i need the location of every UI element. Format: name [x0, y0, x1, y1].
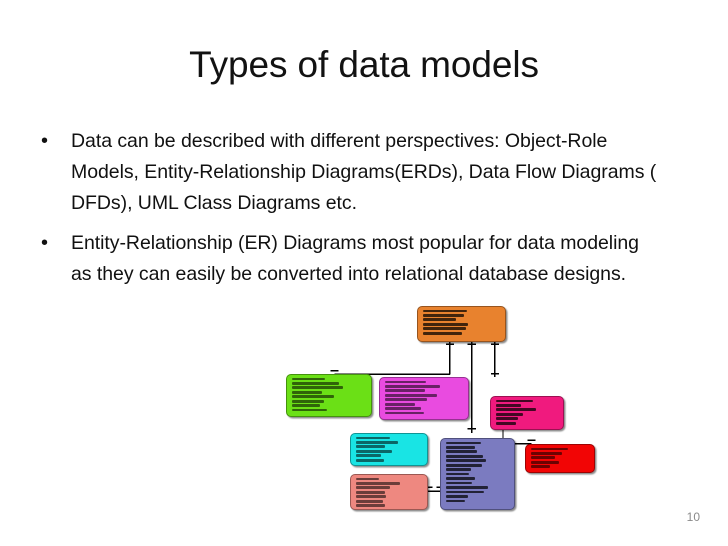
er-entity-pink: [490, 396, 564, 430]
er-entity-red: [525, 444, 595, 473]
er-entity-orange: [417, 306, 506, 342]
er-entity-cyan: [350, 433, 428, 466]
er-entity-lavender: [440, 438, 515, 510]
bullet-list: • Data can be described with different p…: [36, 126, 664, 299]
bullet-marker-icon: •: [41, 232, 49, 254]
page-title: Types of data models: [189, 44, 539, 85]
er-entity-green: [286, 374, 372, 417]
er-diagram-image: [270, 275, 600, 513]
list-item: • Data can be described with different p…: [36, 126, 664, 219]
list-item: • Entity-Relationship (ER) Diagrams most…: [36, 228, 664, 290]
er-entity-salmon: [350, 474, 428, 510]
bullet-marker-icon: •: [41, 130, 49, 152]
er-entity-magenta: [379, 377, 469, 420]
bullet-text: Entity-Relationship (ER) Diagrams most p…: [71, 232, 639, 285]
page-number: 10: [686, 510, 700, 524]
bullet-text: Data can be described with different per…: [71, 130, 657, 214]
